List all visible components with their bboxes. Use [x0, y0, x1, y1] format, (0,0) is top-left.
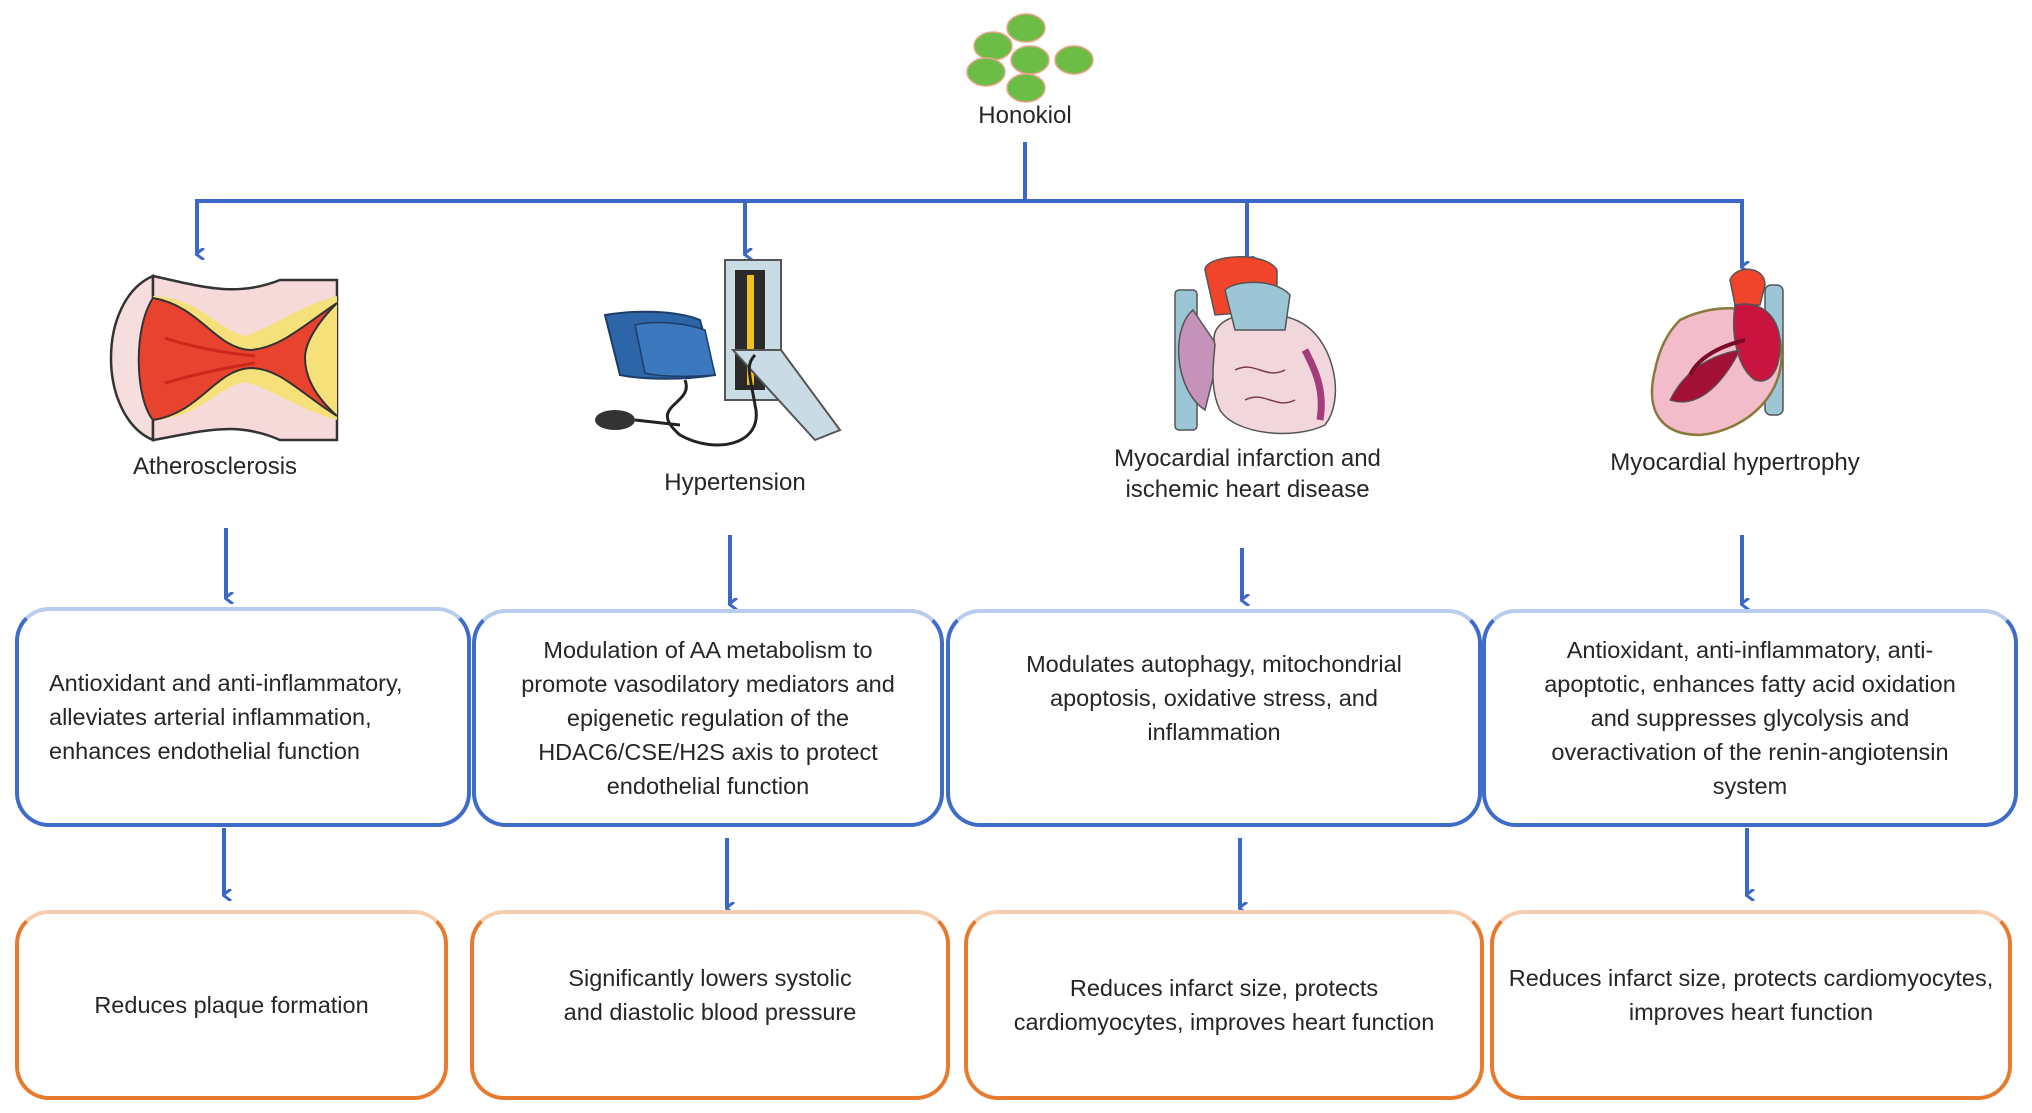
outcome-box-1: Reduces plaque formation: [15, 910, 448, 1100]
outcome-box-3: Reduces infarct size, protects cardiomyo…: [964, 910, 1484, 1100]
root-label: Honokiol: [978, 102, 1072, 129]
mechanism-box-2: Modulation of AA metabolism to promote v…: [472, 609, 944, 827]
outcome-text-1: Reduces plaque formation: [94, 992, 369, 1018]
mechanism-box-4: Antioxidant, anti-inflammatory, anti-apo…: [1482, 609, 2018, 827]
disease-label-4: Myocardial hypertrophy: [1610, 449, 1860, 476]
outcome-text-2: Significantly lowers systolic and diasto…: [563, 965, 857, 1025]
disease-label-1: Atherosclerosis: [132, 453, 298, 480]
artery-plaque-icon: [109, 274, 339, 442]
outcome-text-4: Reduces infarct size, protects cardiomyo…: [1508, 965, 1994, 1025]
pills-icon: [966, 13, 1094, 103]
hypertrophic-heart-icon: [1650, 268, 1784, 437]
mechanism-box-3: Modulates autophagy, mitochondrial apopt…: [946, 609, 1482, 827]
mechanism-text-3: Modulates autophagy, mitochondrial apopt…: [1026, 651, 1402, 745]
mechanism-text-2: Modulation of AA metabolism to promote v…: [521, 637, 895, 799]
disease-label-2: Hypertension: [664, 469, 806, 496]
outcome-box-4: Reduces infarct size, protects cardiomyo…: [1490, 910, 2012, 1100]
outcome-text-3: Reduces infarct size, protects cardiomyo…: [1013, 975, 1435, 1035]
outcome-box-2: Significantly lowers systolic and diasto…: [470, 910, 950, 1100]
blood-pressure-monitor-icon: [595, 259, 842, 447]
disease-label-3: Myocardial infarction and ischemic heart…: [1114, 445, 1381, 503]
mechanism-box-1: Antioxidant and anti-inflammatory, allev…: [15, 607, 471, 827]
mechanism-text-1: Antioxidant and anti-inflammatory, allev…: [49, 670, 403, 764]
mechanism-text-4: Antioxidant, anti-inflammatory, anti-apo…: [1544, 637, 1956, 799]
heart-icon: [1174, 256, 1337, 435]
